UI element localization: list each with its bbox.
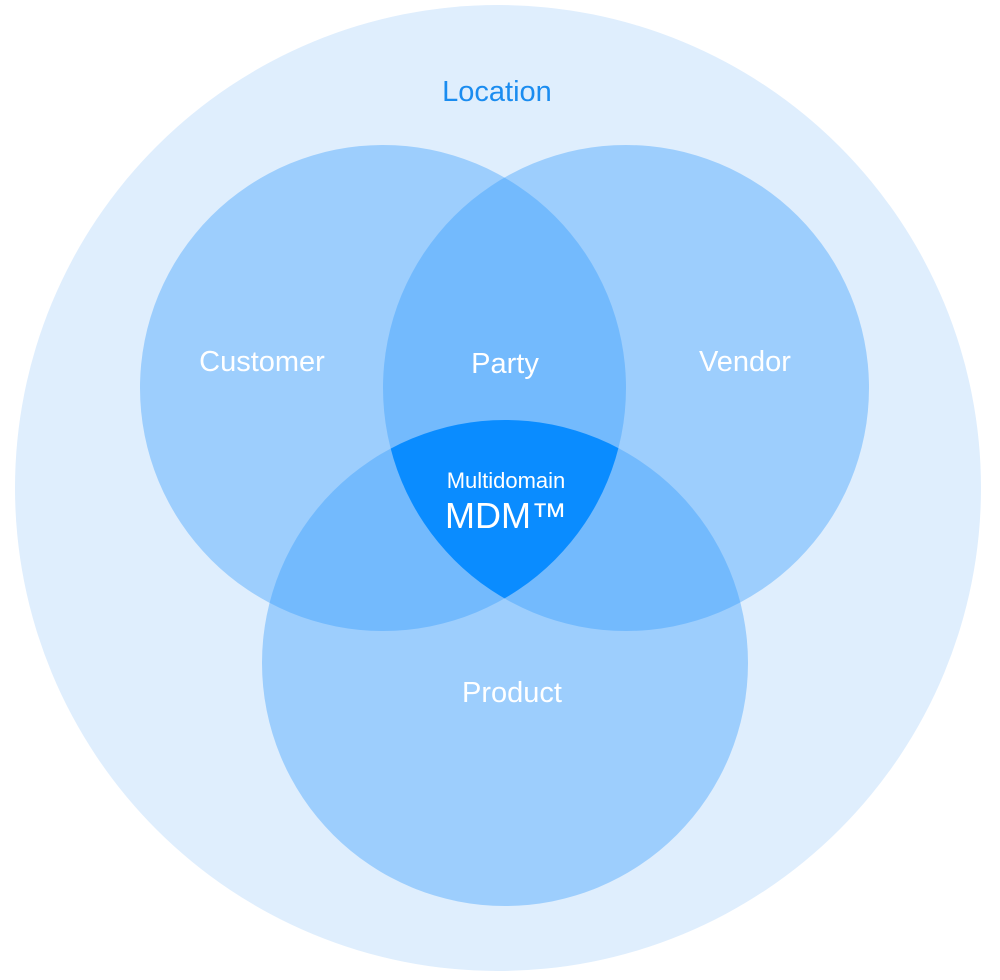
customer-product-overlap: [262, 420, 626, 631]
vendor-label: Vendor: [699, 346, 791, 378]
mdm-label: MDM™: [445, 495, 567, 536]
location-label: Location: [442, 76, 552, 108]
multidomain-label: Multidomain: [447, 468, 566, 493]
customer-label: Customer: [199, 346, 325, 378]
party-label: Party: [471, 348, 539, 380]
product-label: Product: [462, 677, 562, 709]
